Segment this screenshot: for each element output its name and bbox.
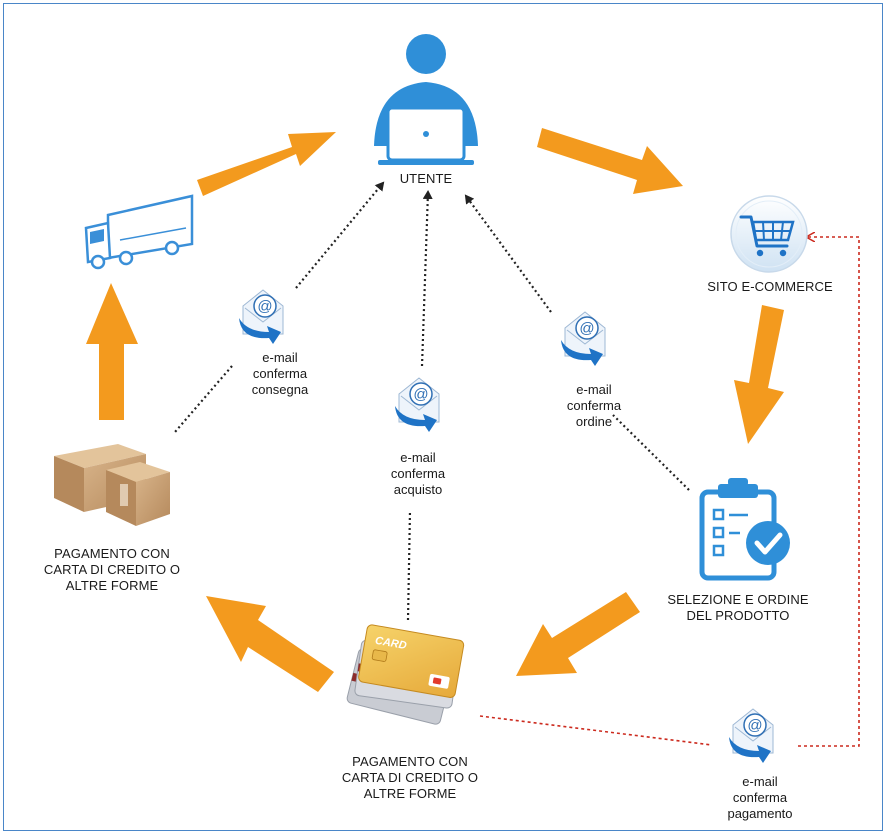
flow-arrows	[86, 128, 784, 692]
credit-cards-icon: CARD	[346, 624, 465, 725]
truck-icon	[84, 194, 194, 270]
arrow-truck-to-user	[197, 132, 336, 196]
label-email-acquisto: e-mail conferma acquisto	[390, 450, 446, 497]
boxes-icon	[54, 444, 170, 526]
arrow-boxes-to-truck	[86, 283, 138, 420]
dotted-acquisto-to-user	[420, 190, 433, 367]
arrow-shop-to-select	[734, 305, 784, 444]
email-icon-consegna	[238, 289, 284, 345]
dotted-card-to-acquisto	[406, 509, 412, 621]
label-email-consegna: e-mail conferma consegna	[251, 350, 309, 397]
label-sito-ecommerce: SITO E-COMMERCE	[707, 279, 833, 294]
clipboard-icon	[699, 478, 790, 581]
dotted-lines	[174, 181, 690, 621]
cart-icon	[730, 195, 808, 273]
user-icon	[374, 34, 478, 165]
label-email-ordine: e-mail conferma ordine	[566, 382, 622, 429]
arrow-select-to-card	[516, 592, 640, 676]
label-pagamento-card: PAGAMENTO CON CARTA DI CREDITO O ALTRE F…	[341, 754, 479, 801]
email-icon-ordine	[560, 311, 606, 367]
dotted-ordine-to-user	[464, 194, 552, 313]
dotted-consegna-to-boxes	[174, 365, 233, 433]
arrow-card-to-boxes	[206, 596, 334, 692]
red-dotted-line	[479, 237, 860, 747]
label-pagamento-boxes: PAGAMENTO CON CARTA DI CREDITO O ALTRE F…	[43, 546, 181, 593]
card-text: CARD	[374, 635, 407, 652]
email-icon-pagamento	[728, 708, 774, 764]
diagram-frame	[3, 3, 883, 831]
label-email-pagamento: e-mail conferma pagamento	[727, 774, 793, 821]
arrow-user-to-shop	[537, 128, 683, 194]
label-utente: UTENTE	[399, 171, 453, 186]
email-icon-acquisto	[394, 377, 440, 433]
label-selezione-ordine: SELEZIONE E ORDINE DEL PRODOTTO	[667, 592, 809, 623]
dotted-consegna-to-user	[295, 181, 385, 289]
